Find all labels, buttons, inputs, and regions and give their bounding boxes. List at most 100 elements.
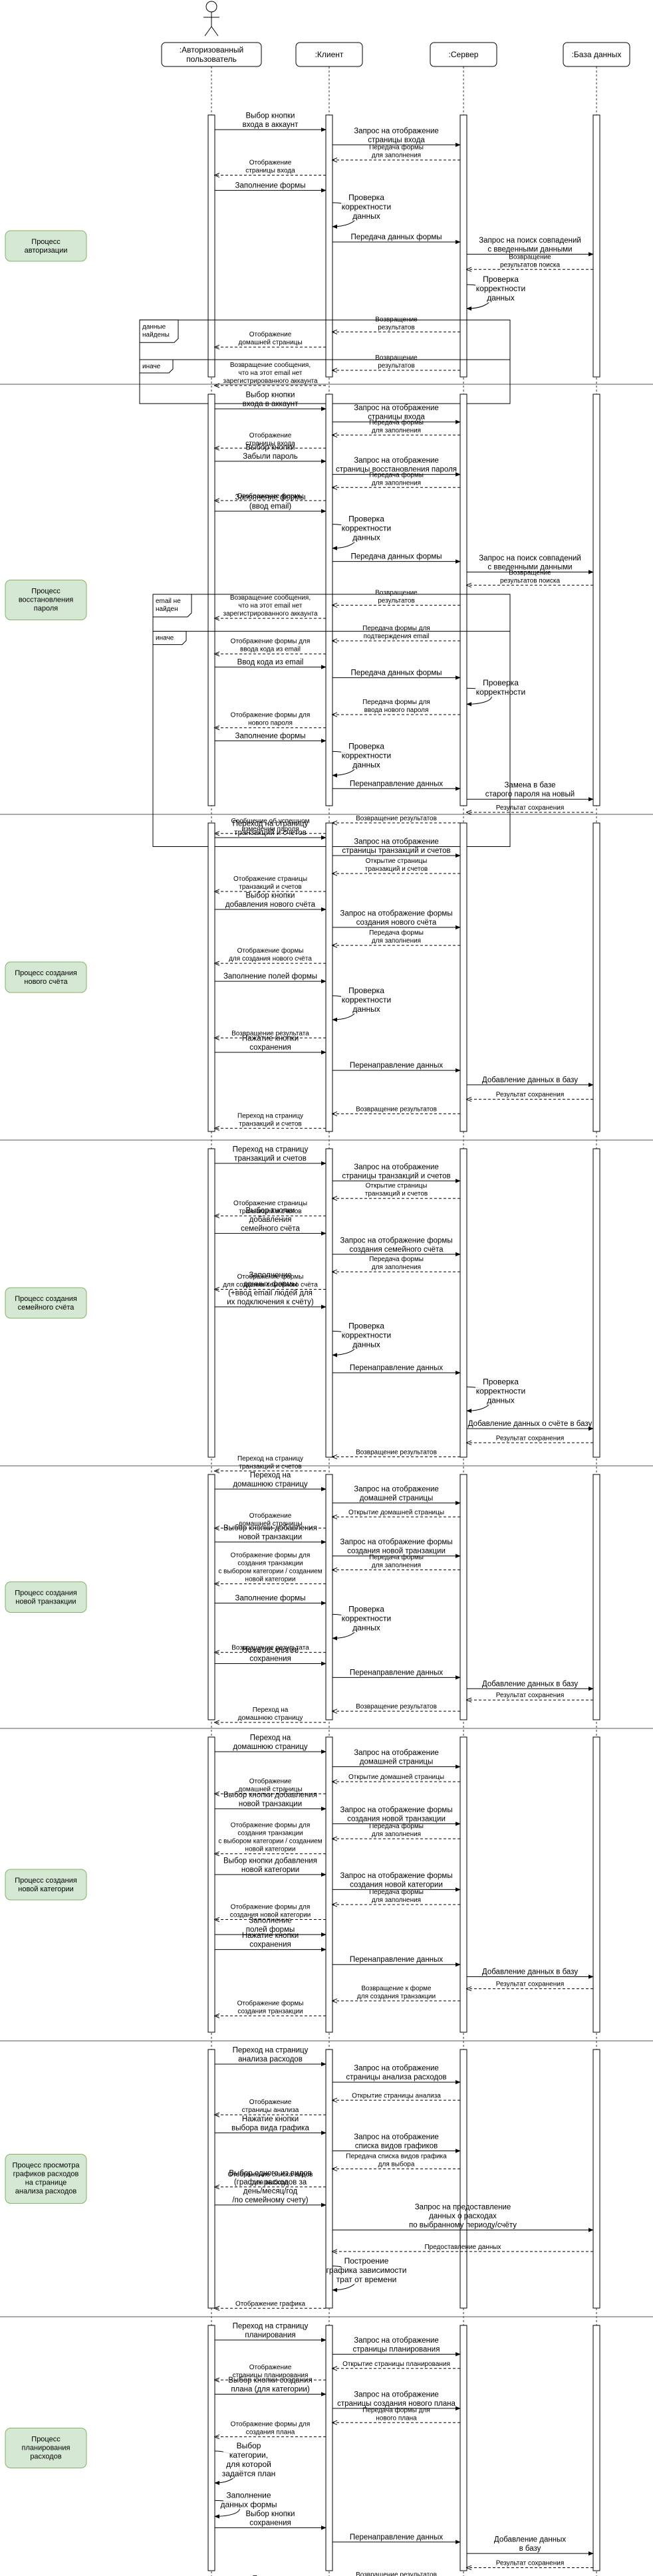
call-message: Заполнение формы <box>215 732 326 743</box>
call-message: Перенаправление данных <box>332 1956 461 1967</box>
message-label: Возвращение результатов <box>356 1703 437 1710</box>
return-message: Открытие страницы планирования <box>332 2361 460 2369</box>
message-label: Предоставление данных <box>424 2244 501 2251</box>
message-label: Перенаправление данных <box>350 1956 444 1964</box>
message-label: Результат сохранения <box>496 2559 565 2567</box>
message-label: Заполнение полей формы <box>223 973 317 981</box>
message-label: Результат сохранения <box>496 1092 565 1099</box>
participant-box-client <box>295 42 363 67</box>
message-label: Возвращение результата <box>231 1030 309 1037</box>
activation-bar-server <box>459 394 467 806</box>
activation-bar-client <box>325 2049 333 2309</box>
call-message: Передача данных формы <box>332 553 461 564</box>
return-message: Возвращение сообщения,что на этот email … <box>215 594 326 618</box>
message-label: Ввод кода из email <box>237 658 304 666</box>
call-message: Добавление данных о счёте в базу <box>467 1420 594 1431</box>
message-label: Добавление данных о счёте в базу <box>468 1420 592 1428</box>
message-label: Возвращение сообщения,что на этот email … <box>223 361 317 385</box>
message-label: Отображение графика <box>235 2299 306 2307</box>
message-label: Передача данных формы <box>350 553 442 561</box>
call-message: Заполнение формы(ввод email) <box>215 493 326 514</box>
message-label: Добавление данных в базу <box>482 1968 578 1976</box>
return-message: Результат сохранения <box>467 1981 593 1989</box>
activation-bar-client <box>325 822 333 1132</box>
return-message: Возвращение результатов <box>332 815 460 823</box>
activation-bar-db <box>592 1474 600 1720</box>
message-label: Возвращение результатов <box>356 1449 437 1457</box>
message-label: Возвращение результатов <box>356 2571 437 2576</box>
activation-bar-server <box>459 1148 467 1458</box>
message-label: Результат сохранения <box>496 1692 565 1699</box>
call-message: Перенаправление данных <box>332 1669 461 1680</box>
return-message: Возвращение результатов <box>332 1449 460 1457</box>
activation-bar-server <box>459 822 467 1132</box>
activation-bar-db <box>592 1736 600 2033</box>
activation-bar-server <box>459 1474 467 1720</box>
message-label: Результат сохранения <box>496 804 565 812</box>
message-label: Открытие страницы анализа <box>352 2092 441 2099</box>
message-label: Перенаправление данных <box>350 1062 444 1070</box>
activation-bar-user <box>207 394 215 806</box>
message-label: Отображение формы <box>237 492 304 500</box>
